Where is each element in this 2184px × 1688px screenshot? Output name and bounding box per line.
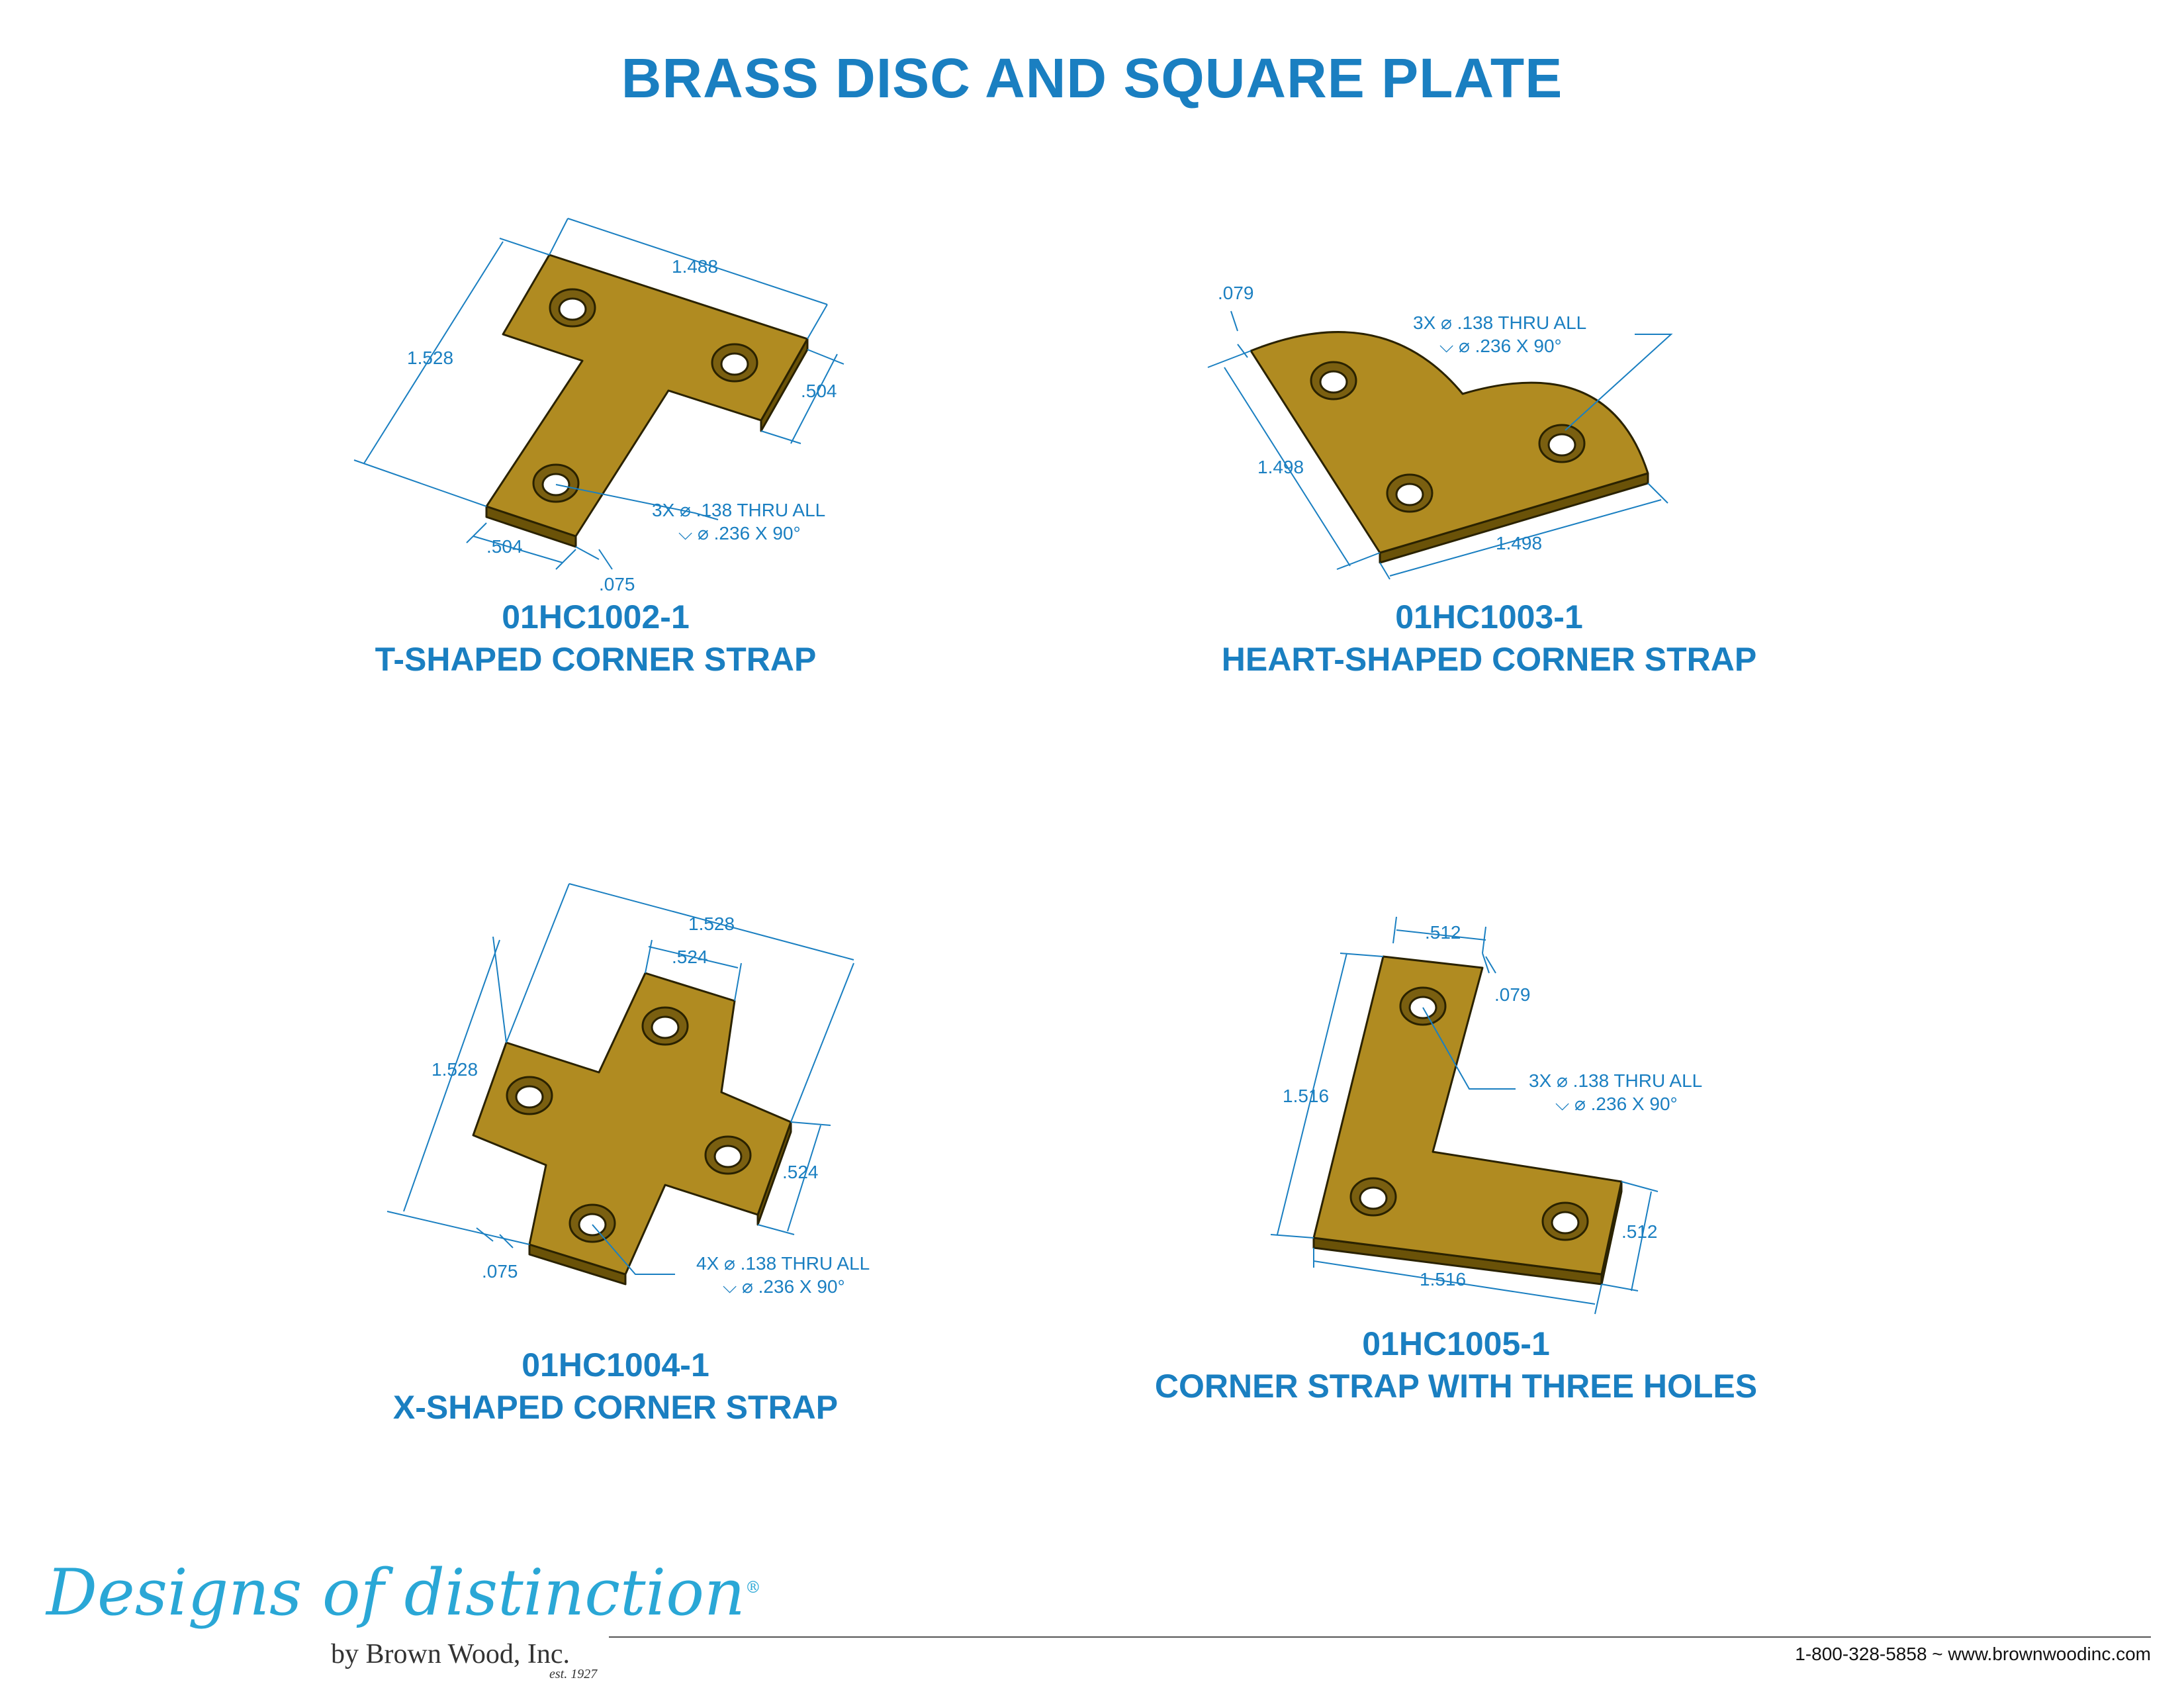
t-strap-caption: 01HC1002-1 T-SHAPED CORNER STRAP — [298, 596, 893, 680]
x-strap-name: X-SHAPED CORNER STRAP — [392, 1389, 839, 1426]
corner-strap-hole-note-2: ⌵ ⌀ .236 X 90° — [1555, 1094, 1678, 1114]
t-strap-plate — [485, 254, 809, 538]
x-strap-height-dim: 1.528 — [432, 1059, 478, 1080]
corner-strap-figure: .512 .079 1.516 1.516 .512 3X ⌀ .138 THR… — [1270, 916, 1702, 1315]
page-title: BRASS DISC AND SQUARE PLATE — [621, 47, 1563, 109]
heart-shaped-strap-figure: .079 1.498 1.498 3X ⌀ .138 THRU ALL ⌵ ⌀ … — [1207, 283, 1673, 580]
logo-script: Designs of distinction® — [46, 1556, 761, 1630]
t-strap-width-dim: 1.488 — [672, 256, 718, 277]
corner-strap-height-dim: 1.516 — [1283, 1086, 1329, 1106]
corner-strap-name: CORNER STRAP WITH THREE HOLES — [1154, 1368, 1758, 1405]
heart-strap-hole — [1310, 361, 1357, 400]
heart-strap-hole — [1538, 424, 1586, 463]
x-strap-hole-note-2: ⌵ ⌀ .236 X 90° — [723, 1276, 845, 1297]
footer-contact: 1-800-328-5858 ~ www.brownwoodinc.com — [1795, 1644, 2151, 1664]
x-shaped-strap-figure: 1.528 .524 1.528 .524 .075 4X ⌀ .138 THR… — [387, 883, 870, 1297]
heart-strap-part-number: 01HC1003-1 — [1395, 598, 1583, 635]
heart-strap-left-dim: 1.498 — [1257, 457, 1304, 477]
heart-strap-hole-note-1: 3X ⌀ .138 THRU ALL — [1413, 312, 1586, 333]
heart-strap-name: HEART-SHAPED CORNER STRAP — [1221, 641, 1757, 678]
corner-strap-right-dim: .512 — [1621, 1221, 1658, 1242]
corner-strap-part-number: 01HC1005-1 — [1362, 1325, 1550, 1362]
t-strap-hole-note-1: 3X ⌀ .138 THRU ALL — [652, 500, 825, 520]
logo-established: est. 1927 — [549, 1667, 598, 1681]
corner-strap-width-dim: 1.516 — [1420, 1269, 1466, 1289]
heart-strap-caption: 01HC1003-1 HEART-SHAPED CORNER STRAP — [1191, 596, 1787, 680]
x-strap-hole-note-1: 4X ⌀ .138 THRU ALL — [696, 1253, 870, 1274]
corner-strap-top-dim: .512 — [1425, 922, 1461, 943]
heart-strap-bottom-dim: 1.498 — [1496, 533, 1542, 553]
x-strap-arm-right-dim: .524 — [782, 1162, 819, 1182]
x-strap-width-dim: 1.528 — [688, 914, 735, 934]
x-strap-hole — [569, 1203, 616, 1243]
corner-strap-thickness-dim: .079 — [1494, 984, 1531, 1005]
heart-strap-hole — [1386, 473, 1433, 513]
t-strap-hole — [549, 288, 596, 328]
t-strap-arm-dim: .504 — [801, 381, 837, 401]
t-strap-hole-note-2: ⌵ ⌀ .236 X 90° — [678, 523, 801, 543]
x-strap-plate — [472, 972, 792, 1276]
x-strap-hole — [641, 1006, 689, 1046]
t-strap-name: T-SHAPED CORNER STRAP — [375, 641, 817, 678]
footer-divider — [609, 1636, 2151, 1638]
x-strap-hole — [506, 1076, 553, 1115]
corner-strap-hole — [1349, 1177, 1397, 1217]
x-strap-thickness-dim: .075 — [482, 1261, 518, 1282]
t-shaped-strap-figure: 1.488 1.528 .504 .504 .075 3X ⌀ .138 THR… — [353, 218, 844, 594]
t-strap-part-number: 01HC1002-1 — [502, 598, 690, 635]
heart-strap-hole-note-2: ⌵ ⌀ .236 X 90° — [1439, 336, 1562, 356]
t-strap-hole — [711, 343, 758, 383]
company-logo: Designs of distinction® by Brown Wood, I… — [46, 1556, 761, 1681]
corner-strap-hole — [1541, 1201, 1589, 1241]
corner-strap-hole-note-1: 3X ⌀ .138 THRU ALL — [1529, 1070, 1702, 1091]
x-strap-hole — [704, 1135, 752, 1175]
x-strap-caption: 01HC1004-1 X-SHAPED CORNER STRAP — [318, 1344, 913, 1429]
x-strap-part-number: 01HC1004-1 — [522, 1346, 709, 1383]
t-strap-height-dim: 1.528 — [407, 348, 453, 368]
x-strap-arm-top-dim: .524 — [672, 947, 708, 967]
corner-strap-hole — [1399, 986, 1447, 1026]
t-strap-leg-dim: .504 — [486, 536, 523, 557]
t-strap-thickness-dim: .075 — [599, 574, 635, 594]
heart-strap-thickness-dim: .079 — [1218, 283, 1254, 303]
t-strap-hole — [532, 463, 580, 503]
corner-strap-caption: 01HC1005-1 CORNER STRAP WITH THREE HOLES — [1125, 1323, 1787, 1407]
logo-subtitle: by Brown Wood, Inc. — [331, 1639, 570, 1669]
